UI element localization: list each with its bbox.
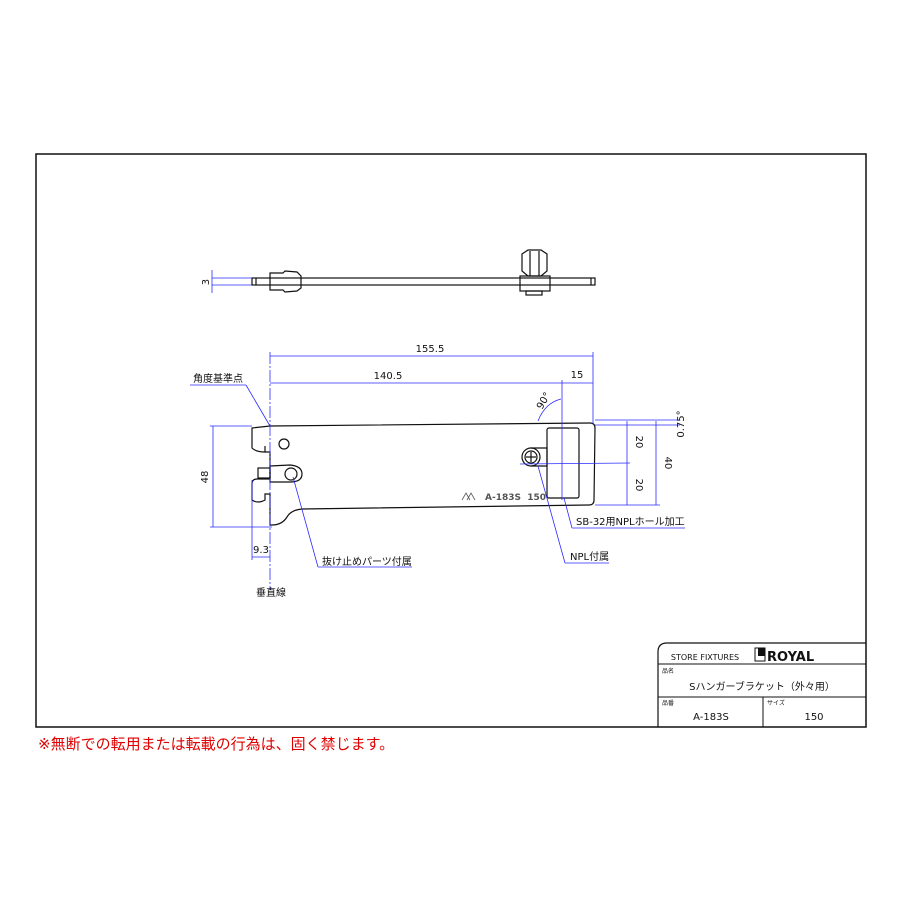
product-name: Sハンガーブラケット（外々用） [689,680,835,693]
top-view: 3 [201,249,596,296]
label-stopper: 抜け止めパーツ付属 [322,555,412,568]
dim-angle-right: 90° [535,391,553,412]
npl-plate [546,427,580,499]
label-angle-reference: 角度基準点 [193,372,243,385]
dim-end-offset: 15 [571,370,584,381]
brand-logo: ROYAL [767,650,814,665]
drawing-frame [35,153,867,728]
dim-hole-position: 140.5 [374,371,403,382]
label-npl-hole: SB-32用NPLホール加工 [576,516,685,528]
annotations: 角度基準点 抜け止めパーツ付属 SB-32用NPLホール加工 NPL付属 垂直線 [190,372,685,599]
screw-icon [521,447,541,467]
bracket-outline [251,422,596,526]
category-label: STORE FIXTURES [671,653,739,662]
dim-hook-depth: 9.3 [253,545,269,556]
dim-lower-half: 20 [633,479,644,492]
part-marking: A-183S 150 [485,493,546,503]
dim-height: 48 [200,471,211,484]
size-label: サイズ [767,699,785,707]
maker-logo-icon [461,492,476,501]
number-label: 品番 [662,700,674,707]
title-block: STORE FIXTURES ROYAL 品名 Sハンガーブラケット（外々用） … [657,642,866,727]
side-view: A-183S 150 [251,422,596,526]
dim-overall-length: 155.5 [416,344,445,355]
stopper-part [257,464,303,483]
label-npl: NPL付属 [570,550,609,563]
name-label: 品名 [662,667,674,675]
nut-icon [521,249,548,277]
product-size: 150 [804,712,823,723]
dim-total-height: 40 [662,457,673,470]
dimensions: 155.5 140.5 15 90° 20 20 40 0.75° 48 9.3 [200,344,687,590]
dim-upper-half: 20 [633,436,644,449]
hole-icon [278,438,290,450]
label-vertical-line: 垂直線 [256,586,286,599]
dim-tilt-angle: 0.75° [676,410,687,437]
stopper-top [269,270,302,293]
product-number: A-183S [693,712,729,723]
copyright-notice: ※無断での転用または転載の行為は、固く禁じます。 [38,735,395,753]
dim-thickness: 3 [201,279,212,285]
